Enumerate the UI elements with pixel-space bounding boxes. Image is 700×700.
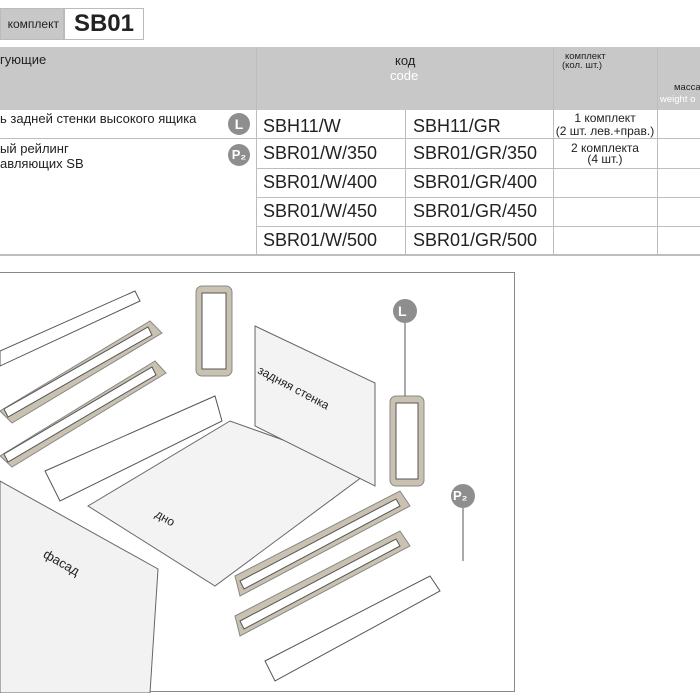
drawer-side [264,575,441,682]
badge-l-icon [393,299,417,323]
assembly-illustration: L P₂ задняя стенка дно фасад [0,272,515,693]
row-2-code-w: SBR01/W/350 [263,143,378,163]
illustration-badge-l: L [398,303,407,319]
header-qty-sub: (кол. шт.) [562,60,603,71]
kit-code: SB01 [64,8,144,40]
row-3-code-gr: SBR01/GR/400 [413,172,538,192]
row-2-code-gr: SBR01/GR/350 [413,143,538,163]
row-divider [0,254,700,256]
railing [239,498,401,590]
badge-p2: P₂ [228,144,250,166]
header-qty: комплект [565,51,606,62]
row-5-code-gr: SBR01/GR/500 [413,230,538,250]
row-3-code-w: SBR01/W/400 [263,172,378,192]
table-header [0,47,700,110]
column-divider [405,110,406,255]
column-divider [657,47,658,255]
column-divider [256,47,257,255]
row-divider [0,138,700,139]
row-divider [256,168,700,169]
row-5-code-w: SBR01/W/500 [263,230,378,250]
runner [0,290,141,367]
row-1-qty: 1 комплект [574,111,636,125]
row-divider [256,226,700,227]
facade-panel [0,480,159,693]
row-2-qty: 2 комплекта [571,141,639,155]
row-4-code-gr: SBR01/GR/450 [413,201,538,221]
badge-p2-icon [451,484,475,508]
back-bracket [395,402,419,480]
row-1-code-gr: SBH11/GR [413,116,501,136]
back-panel [254,325,376,487]
back-bracket [201,292,227,370]
row-2-desc2: авляющих SB [0,156,84,171]
row-divider [256,197,700,198]
railing [3,366,157,463]
railing [3,326,153,418]
kit-label: комплект [0,8,64,40]
illustration-badge-p2: P₂ [453,488,468,503]
railing [239,538,401,630]
row-4-code-w: SBR01/W/450 [263,201,378,221]
column-divider [553,47,554,255]
header-weight: масса [674,82,700,93]
header-code: код [395,53,416,68]
header-weight-en: weight o [660,94,696,105]
drawer-side [44,395,223,502]
row-1-desc: ь задней стенки высокого ящика [0,111,197,126]
row-1-code-w: SBH11/W [263,116,341,136]
badge-l: L [228,113,250,135]
row-2-qty-sub: (4 шт.) [587,152,623,166]
assembly-drawing [0,285,475,693]
header-name: гующие [0,52,47,67]
row-1-qty-sub: (2 шт. лев.+прав.) [555,124,655,138]
row-2-desc: ый рейлинг [0,141,69,156]
header-code-en: code [390,68,419,83]
